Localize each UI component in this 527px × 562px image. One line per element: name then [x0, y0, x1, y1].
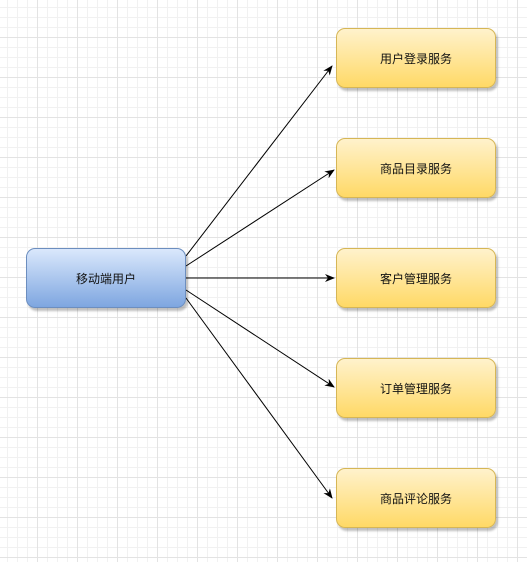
catalog-service-node[interactable]: 商品目录服务 [336, 138, 496, 198]
login-service-label: 用户登录服务 [379, 51, 452, 66]
edge-to-login-service [185, 65, 333, 257]
mobile-user-node[interactable]: 移动端用户 [26, 248, 186, 308]
edge-to-order-service [185, 289, 335, 388]
order-service-label: 订单管理服务 [379, 381, 452, 396]
mobile-user-label: 移动端用户 [75, 271, 136, 286]
review-service-label: 商品评论服务 [379, 491, 452, 506]
edge-to-review-service [185, 297, 333, 499]
login-service-node[interactable]: 用户登录服务 [336, 28, 496, 88]
edge-to-catalog-service [185, 169, 335, 267]
customer-service-node[interactable]: 客户管理服务 [336, 248, 496, 308]
customer-service-label: 客户管理服务 [379, 271, 452, 286]
review-service-node[interactable]: 商品评论服务 [336, 468, 496, 528]
order-service-node[interactable]: 订单管理服务 [336, 358, 496, 418]
catalog-service-label: 商品目录服务 [379, 161, 452, 176]
